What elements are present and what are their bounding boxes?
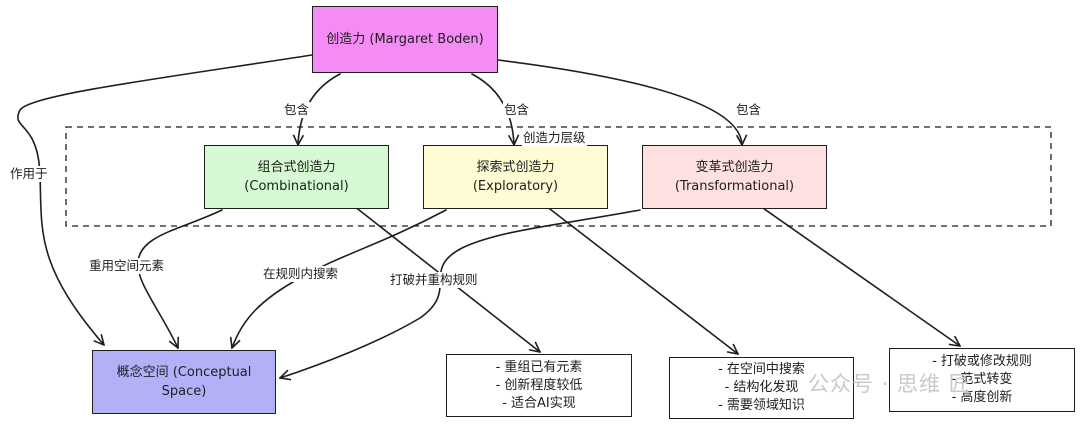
watermark-text: 公众号 · 思维 匠 xyxy=(808,372,971,396)
group-container xyxy=(65,126,1052,227)
exploratory-notes-node[interactable]: - 在空间中搜索 - 结构化发现 - 需要领域知识 xyxy=(669,357,854,419)
edge-label-contains-3: 包含 xyxy=(735,102,763,118)
edge-exploratory-notes xyxy=(545,205,738,354)
group-label: 创造力层级 xyxy=(522,130,587,146)
transformational-note-3: - 高度创新 xyxy=(951,390,1013,405)
transformational-subtitle: (Transformational) xyxy=(674,179,795,194)
transformational-node[interactable]: 变革式创造力 (Transformational) xyxy=(642,145,827,209)
edge-root-exploratory xyxy=(471,73,514,145)
conceptual-space-node[interactable]: 概念空间 (Conceptual Space) xyxy=(92,350,276,414)
creativity-root-node[interactable]: 创造力 (Margaret Boden) xyxy=(312,6,498,73)
root-label: 创造力 (Margaret Boden) xyxy=(326,32,484,47)
edge-label-acts-on: 作用于 xyxy=(9,166,49,182)
edge-label-search-within-rules: 在规则内搜索 xyxy=(262,266,340,282)
exploratory-note-2: - 结构化发现 xyxy=(724,380,799,395)
edge-combinational-conceptual xyxy=(137,209,223,348)
combinational-note-1: - 重组已有元素 xyxy=(495,359,583,375)
transformational-title: 变革式创造力 xyxy=(695,160,774,175)
exploratory-note-3: - 需要领域知识 xyxy=(718,398,805,413)
exploratory-title: 探索式创造力 xyxy=(476,160,555,175)
edge-transformational-conceptual xyxy=(280,209,641,378)
edge-root-conceptual xyxy=(17,54,313,345)
transformational-notes-node[interactable]: - 打破或修改规则 - 范式转变 - 高度创新 xyxy=(889,348,1075,412)
edge-label-reuse-elements: 重用空间元素 xyxy=(88,258,166,274)
edge-transformational-notes xyxy=(759,205,960,346)
conceptual-space-subtitle: Space) xyxy=(161,384,207,399)
edge-root-transformational xyxy=(497,59,742,145)
exploratory-node[interactable]: 探索式创造力 (Exploratory) xyxy=(423,145,608,209)
edge-label-contains-1: 包含 xyxy=(283,102,311,118)
conceptual-space-title: 概念空间 (Conceptual xyxy=(116,365,252,380)
combinational-note-2: - 创新程度较低 xyxy=(495,377,583,393)
combinational-notes-node[interactable]: - 重组已有元素 - 创新程度较低 - 适合AI实现 xyxy=(446,354,632,417)
combinational-node[interactable]: 组合式创造力 (Combinational) xyxy=(204,145,389,209)
combinational-note-3: - 适合AI实现 xyxy=(502,395,576,411)
transformational-note-2: - 范式转变 xyxy=(951,372,1013,387)
transformational-note-1: - 打破或修改规则 xyxy=(932,354,1032,369)
exploratory-subtitle: (Exploratory) xyxy=(472,179,559,194)
edge-label-break-rebuild-rules: 打破并重构规则 xyxy=(389,272,479,288)
combinational-subtitle: (Combinational) xyxy=(244,179,349,194)
edge-label-contains-2: 包含 xyxy=(503,102,531,118)
combinational-title: 组合式创造力 xyxy=(257,160,336,175)
exploratory-note-1: - 在空间中搜索 xyxy=(718,362,805,377)
